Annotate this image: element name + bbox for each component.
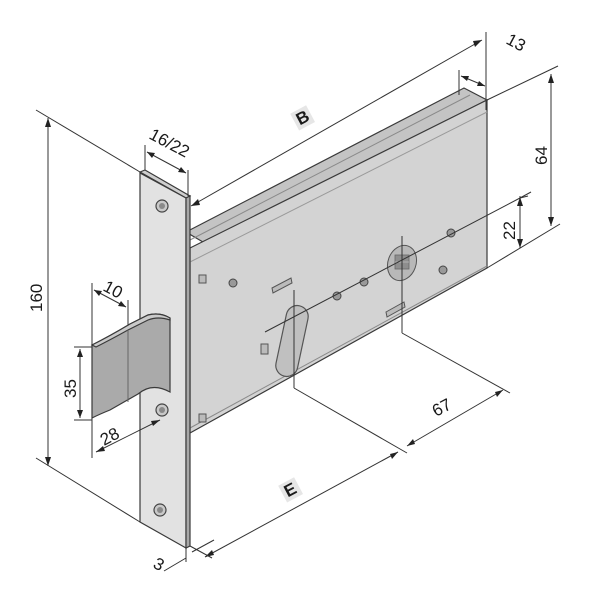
body-slot xyxy=(271,277,293,294)
label-latch-height: 35 xyxy=(61,379,80,398)
latch-bolt xyxy=(90,313,171,419)
label-faceplate-thickness: 3 xyxy=(150,554,167,575)
body-square-hole xyxy=(198,274,207,284)
label-box-b: B xyxy=(290,105,316,131)
faceplate-edge xyxy=(185,195,191,549)
lock-body xyxy=(184,87,521,435)
dimension-lines xyxy=(35,32,561,572)
label-center-distance: 67 xyxy=(429,395,455,421)
body-square-hole xyxy=(198,413,207,423)
label-follower-offset: 22 xyxy=(500,221,519,240)
label-body-length: B xyxy=(293,107,313,130)
body-square-hole xyxy=(260,343,269,355)
label-body-thickness: 13 xyxy=(503,30,529,56)
label-box-e: E xyxy=(278,477,304,503)
label-faceplate-height: 160 xyxy=(27,284,46,312)
latch-top xyxy=(90,313,171,348)
body-screw-hole xyxy=(438,265,448,275)
label-latch-depth: 28 xyxy=(97,424,123,450)
centerline xyxy=(264,197,521,333)
label-body-height: 64 xyxy=(532,146,551,165)
body-slot xyxy=(385,301,406,318)
label-latch-projection: 10 xyxy=(100,277,126,303)
cylinder-cutout xyxy=(275,304,309,378)
body-screw-hole xyxy=(228,278,238,288)
